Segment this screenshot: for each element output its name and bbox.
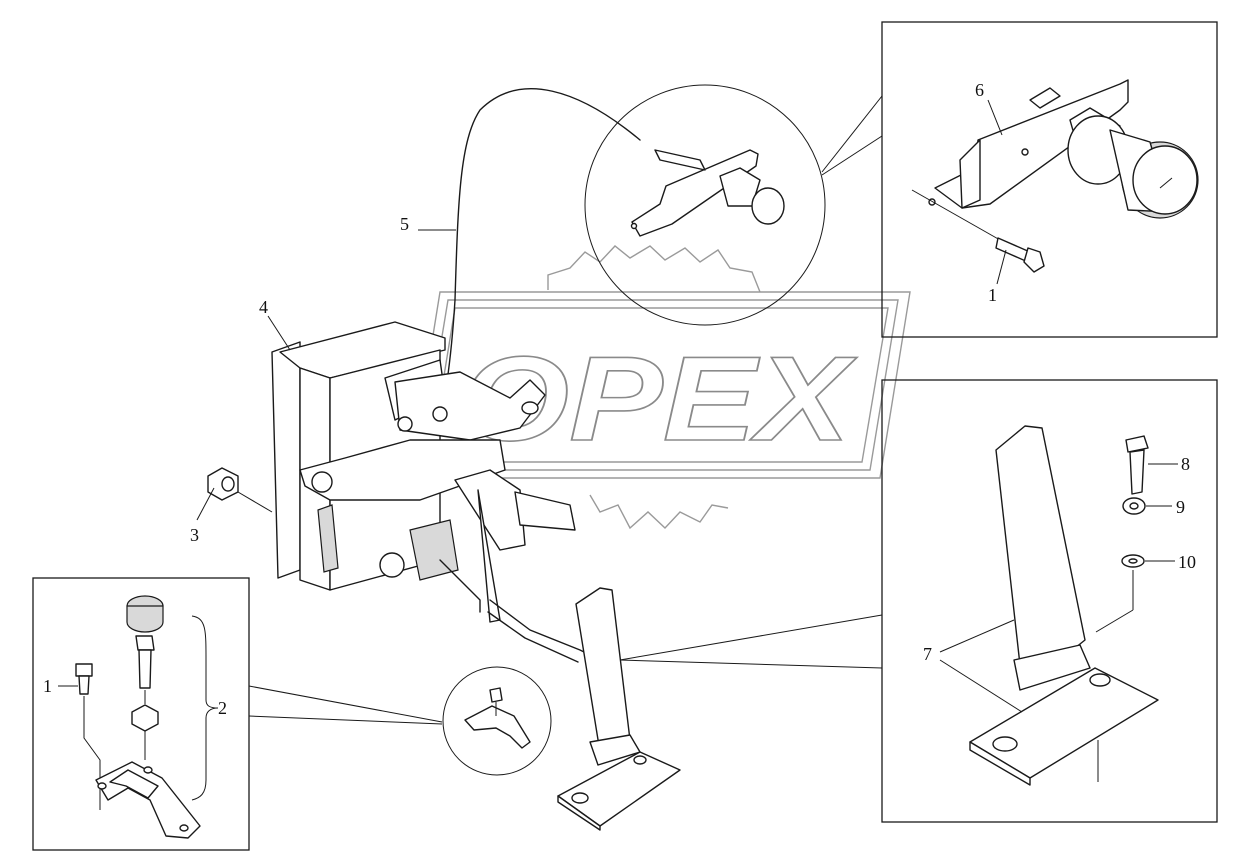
callout-6: 6 xyxy=(975,80,984,100)
detail-frame-bottom-right xyxy=(881,379,1218,823)
magnifier-cable-end xyxy=(584,84,826,326)
callout-5: 5 xyxy=(400,214,409,234)
detail-frame-top-right xyxy=(821,21,1218,338)
callout-4: 4 xyxy=(259,297,268,317)
detail-frame-bottom-left xyxy=(32,577,443,851)
callout-2: 2 xyxy=(218,698,227,718)
callout-1-top: 1 xyxy=(988,285,997,305)
magnifier-bracket-detail xyxy=(442,666,552,776)
callout-9: 9 xyxy=(1176,497,1185,517)
pedal-bracket-assembly xyxy=(271,321,601,663)
callout-8: 8 xyxy=(1181,454,1190,474)
callout-1-left: 1 xyxy=(43,676,52,696)
callout-7: 7 xyxy=(923,644,932,664)
leader-lines xyxy=(58,99,1178,713)
nut-part-3 xyxy=(207,467,273,513)
accelerator-pedal-center xyxy=(557,587,681,831)
callouts: 1 1 2 3 4 5 6 7 8 9 10 xyxy=(43,80,1196,718)
callout-10: 10 xyxy=(1178,552,1196,572)
callout-3: 3 xyxy=(190,525,199,545)
